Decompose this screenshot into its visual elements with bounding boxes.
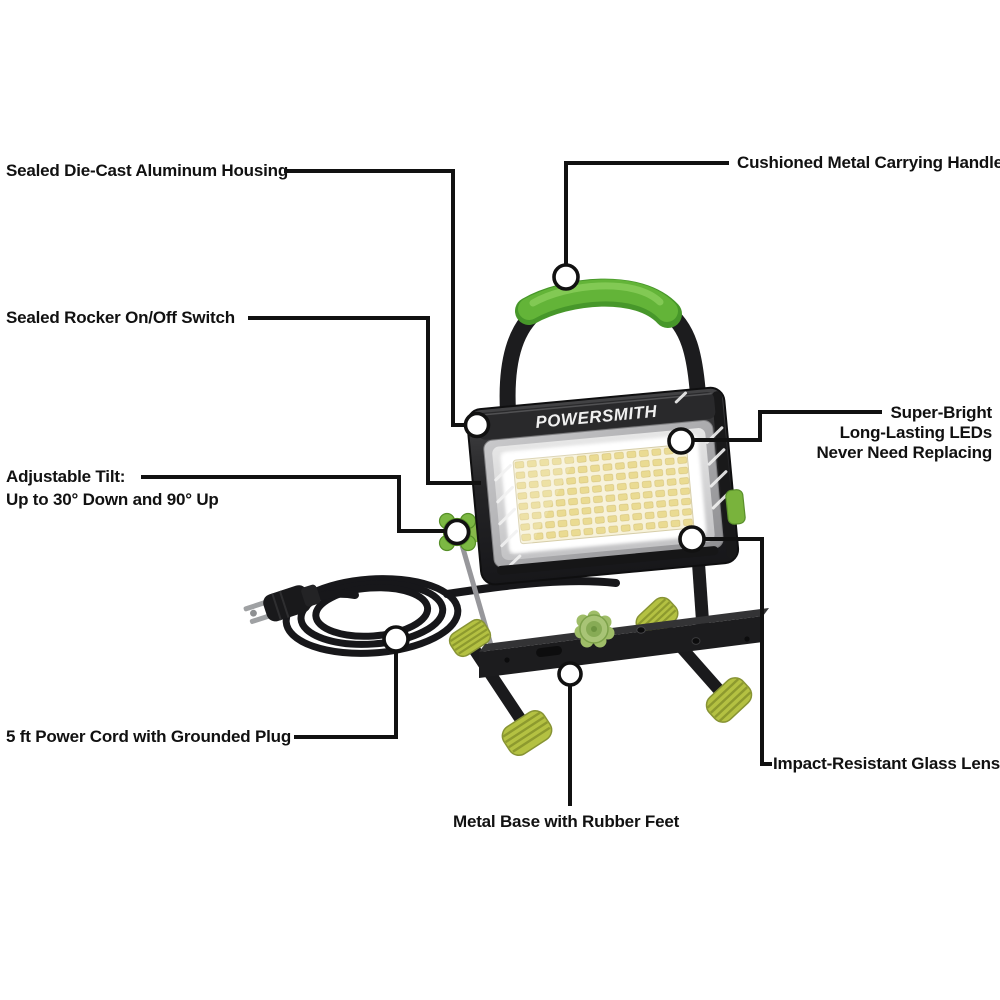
led-panel	[512, 443, 695, 545]
callout-marker-cord	[382, 625, 410, 653]
callout-rocker-label: Sealed Rocker On/Off Switch	[6, 308, 235, 327]
callout-marker-tilt	[443, 518, 471, 546]
callout-base-label: Metal Base with Rubber Feet	[453, 812, 680, 831]
yoke-arm-right	[691, 555, 710, 629]
callout-leds-line2: Long-Lasting LEDs	[839, 423, 993, 442]
base-knob	[574, 610, 615, 648]
leader-line-leds	[684, 410, 882, 442]
callout-tilt-line2: Up to 30° Down and 90° Up	[6, 490, 219, 509]
callout-markers	[382, 263, 706, 687]
callout-leds-label: Super-Bright Long-Lasting LEDs Never Nee…	[816, 403, 992, 463]
callout-marker-housing	[463, 411, 491, 439]
callout-cord-label: 5 ft Power Cord with Grounded Plug	[6, 727, 292, 746]
hazard-stripes	[494, 391, 730, 567]
callout-marker-leds	[667, 427, 695, 455]
callout-marker-base	[557, 661, 583, 687]
rubber-foot-front-right	[705, 677, 753, 723]
callout-marker-handle	[552, 263, 580, 291]
callout-tilt-line1: Adjustable Tilt:	[6, 467, 126, 486]
callout-housing-label: Sealed Die-Cast Aluminum Housing	[6, 161, 289, 180]
callout-tilt-label: Adjustable Tilt: Up to 30° Down and 90° …	[6, 465, 219, 511]
rubber-foot-back-left	[448, 618, 492, 658]
power-plug	[243, 584, 321, 625]
leader-line-cord	[294, 644, 398, 739]
leader-line-housing	[284, 169, 472, 427]
rubber-foot-front-left	[501, 709, 553, 757]
callout-marker-lens	[678, 525, 706, 553]
stand-base	[448, 544, 769, 757]
callout-lens-label: Impact-Resistant Glass Lens	[773, 754, 1000, 773]
callout-leds-line1: Super-Bright	[890, 403, 993, 422]
base-crossbar-front	[479, 616, 763, 678]
base-crossbar-top	[479, 608, 769, 652]
callout-leds-line3: Never Need Replacing	[816, 443, 992, 462]
callout-handle-label: Cushioned Metal Carrying Handle	[737, 153, 1000, 172]
glass-reflection	[500, 444, 582, 554]
leader-lines	[141, 161, 882, 806]
leader-line-lens	[692, 537, 772, 766]
leader-line-rocker	[248, 316, 481, 485]
power-cord	[243, 575, 620, 657]
lamp-head: POWERSMITH	[466, 386, 740, 586]
leader-line-handle	[564, 161, 729, 274]
head-side-clip	[725, 489, 746, 525]
carrying-handle	[499, 278, 707, 433]
leader-line-tilt	[141, 475, 452, 533]
